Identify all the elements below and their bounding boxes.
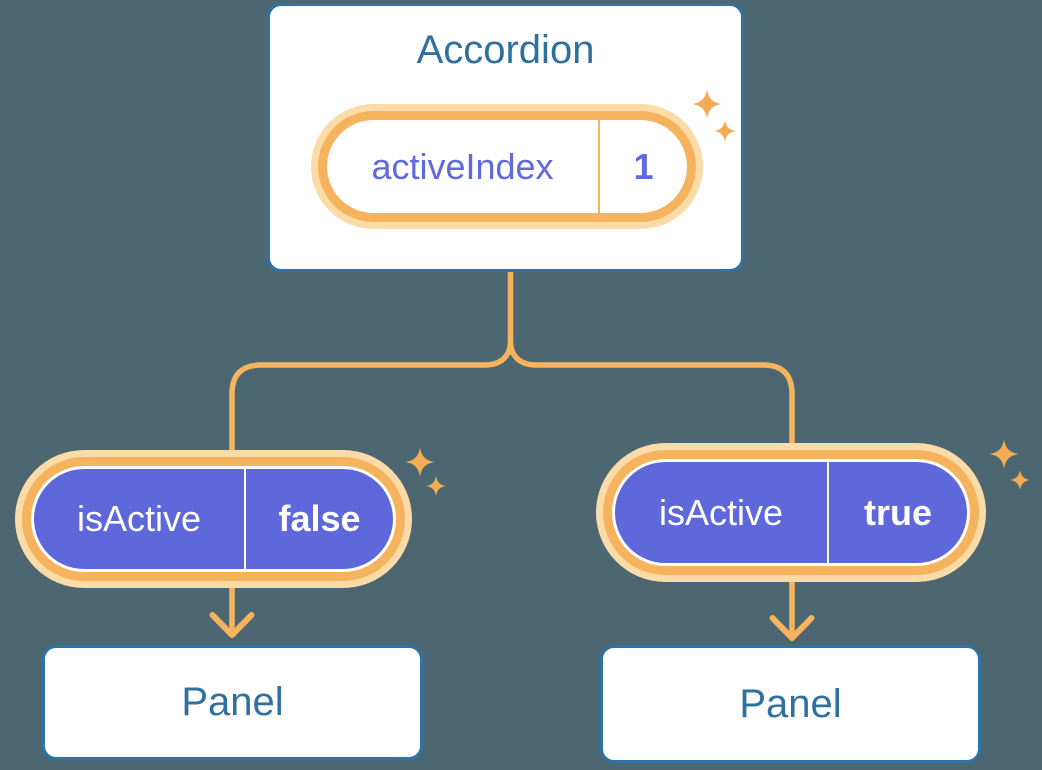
- pill-divider: [827, 462, 829, 563]
- arrowhead-left: [209, 612, 255, 638]
- panel-title: Panel: [739, 681, 842, 726]
- prop-label: isActive: [76, 498, 202, 539]
- state-value: 1: [633, 145, 654, 187]
- prop-label: isActive: [658, 491, 784, 533]
- sparkle-icon: [714, 120, 736, 142]
- sparkle-icon: [1010, 470, 1030, 490]
- prop-pill-isactive-true: isActive true: [612, 459, 970, 566]
- sparkle-icon: [989, 439, 1019, 469]
- sparkle-icon: [692, 89, 722, 119]
- state-label: activeIndex: [371, 145, 554, 187]
- arrowhead-right: [769, 615, 815, 641]
- panel-component-card-right: Panel: [600, 645, 981, 763]
- connector-branch-right: [507, 338, 795, 637]
- pill-divider: [244, 469, 246, 569]
- sparkle-icon: [426, 476, 446, 496]
- panel-component-card-left: Panel: [42, 645, 423, 760]
- prop-value: true: [863, 491, 932, 533]
- accordion-title: Accordion: [416, 28, 595, 72]
- panel-title: Panel: [181, 680, 284, 724]
- prop-value: false: [278, 498, 361, 539]
- prop-pill-isactive-false: isActive false: [31, 466, 396, 572]
- pill-divider: [598, 120, 600, 213]
- sparkle-icon: [405, 447, 435, 477]
- state-pill: activeIndex 1: [318, 111, 696, 222]
- connector-branch-left: [229, 338, 514, 634]
